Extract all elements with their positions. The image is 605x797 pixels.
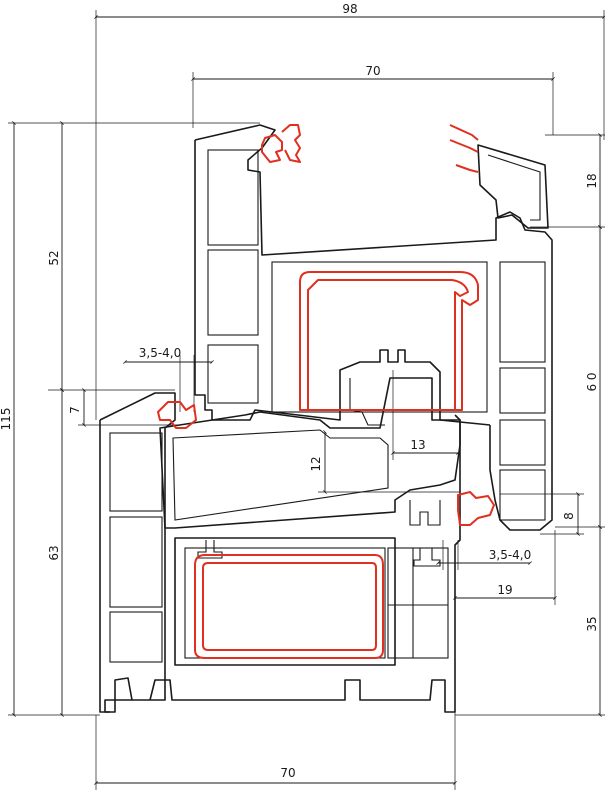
sash-profile — [194, 124, 553, 531]
dim-seal-height: 8 — [562, 512, 576, 520]
dim-total-height: 115 — [0, 408, 13, 431]
dim-rebate-height: 12 — [309, 456, 323, 471]
dim-rebate-width: 13 — [410, 438, 425, 452]
dim-sash-width: 70 — [365, 64, 380, 78]
dim-gasket-bottom: 3,5-4,0 — [489, 548, 532, 562]
dim-right-mid: 6 0 — [585, 372, 599, 391]
dim-seal-offset: 19 — [497, 583, 512, 597]
dim-upper-height: 52 — [47, 250, 61, 265]
sash-bottom-profile — [159, 377, 461, 567]
dimension-lines — [8, 10, 605, 790]
frame-profile — [99, 392, 461, 713]
dim-total-width: 98 — [342, 2, 357, 16]
dim-right-top: 18 — [585, 173, 599, 188]
dim-lower-height: 63 — [47, 545, 61, 560]
dim-gasket-top: 3,5-4,0 — [139, 346, 182, 360]
dim-gap-left: 7 — [68, 406, 82, 414]
dim-right-bottom: 35 — [585, 616, 599, 631]
dimension-labels: 98 70 70 115 52 63 7 3,5-4,0 18 6 0 35 8… — [0, 2, 599, 780]
gasket-seals — [157, 124, 495, 659]
dim-frame-width: 70 — [280, 766, 295, 780]
